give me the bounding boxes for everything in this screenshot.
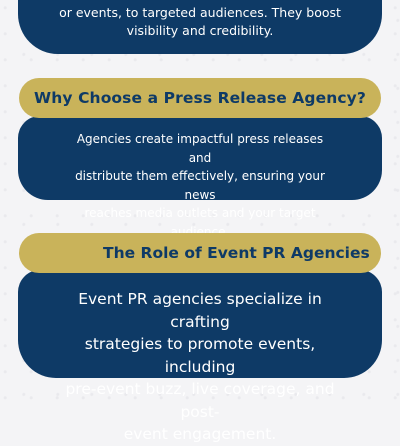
- section-card-intro: or events, to targeted audiences. They b…: [18, 0, 382, 54]
- section-card-press-release-agency: Agencies create impactful press releases…: [18, 116, 382, 239]
- section-heading-press-release-agency: Why Choose a Press Release Agency?: [19, 78, 381, 118]
- section-card-event-pr-agencies: Event PR agencies specialize in crafting…: [18, 270, 382, 443]
- body-line: Agencies create impactful press releases…: [76, 132, 324, 165]
- body-line: Event PR agencies specialize in crafting: [78, 290, 322, 331]
- body-line: or events, to targeted audiences. They b…: [59, 5, 341, 20]
- body-line: distribute them effectively, ensuring yo…: [75, 169, 325, 202]
- body-line: pre-event buzz, live coverage, and post-: [65, 380, 335, 421]
- body-line: strategies to promote events, including: [84, 335, 316, 376]
- body-line: visibility and credibility.: [126, 23, 274, 38]
- section-heading-text: The Role of Event PR Agencies: [103, 244, 370, 262]
- section-heading-event-pr-agencies: The Role of Event PR Agencies: [19, 233, 381, 273]
- body-line: event engagement.: [123, 425, 277, 443]
- body-line: reaches media outlets and your target: [84, 206, 316, 220]
- section-heading-text: Why Choose a Press Release Agency?: [34, 89, 366, 107]
